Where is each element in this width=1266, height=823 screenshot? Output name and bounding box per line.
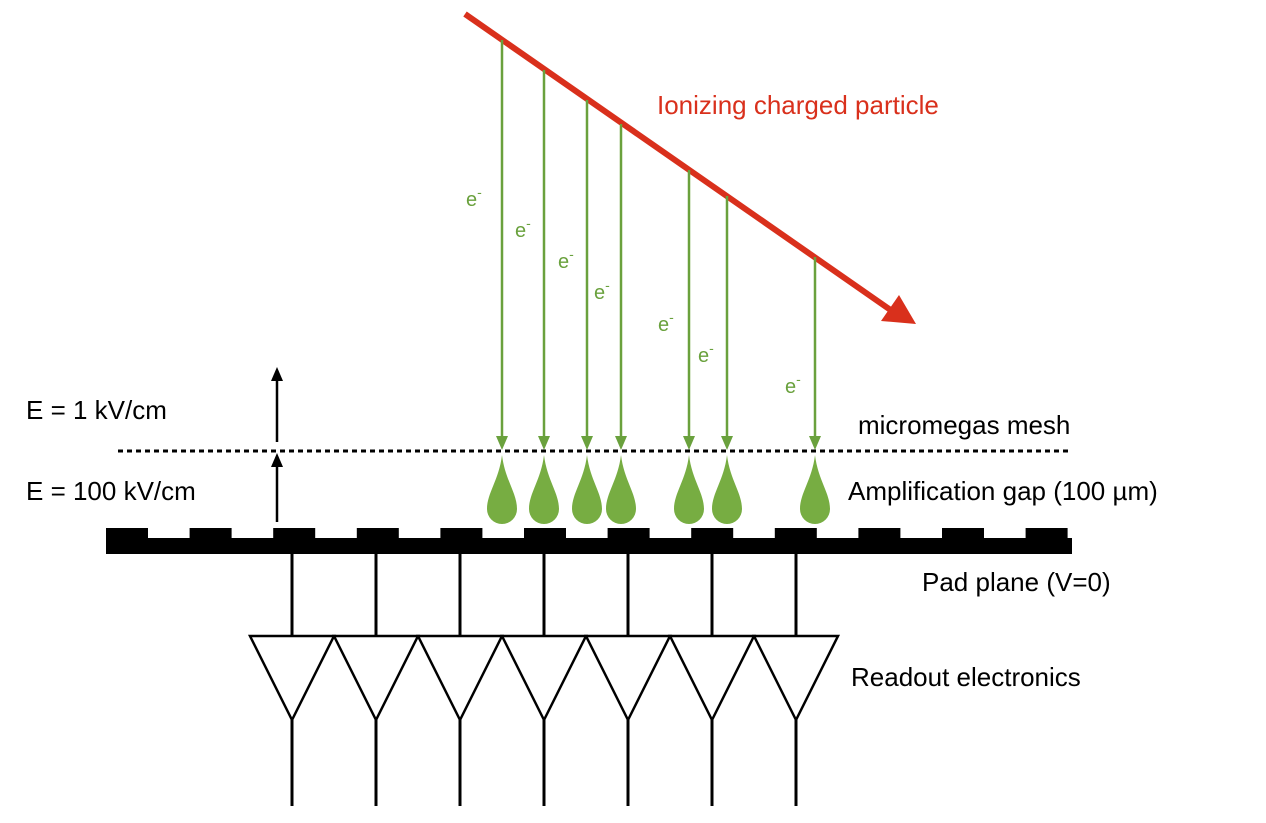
pad	[858, 528, 901, 540]
field-arrows	[271, 367, 283, 522]
electron-label: e-	[594, 277, 610, 304]
electron-arrowhead	[581, 436, 593, 450]
avalanche-drop	[529, 455, 559, 524]
pad-plane-base	[106, 538, 1072, 554]
avalanche-drop	[487, 455, 517, 524]
particle-track-line	[463, 11, 894, 314]
electron-arrowhead	[809, 436, 821, 450]
pad	[356, 528, 399, 540]
electron-drifts: e-e-e-e-e-e-e-	[466, 40, 830, 524]
pad	[1025, 528, 1068, 540]
amplifier-triangle	[247, 634, 337, 723]
avalanche-drop	[606, 455, 636, 524]
electron-label: e-	[785, 371, 801, 398]
drift-field-label: E = 1 kV/cm	[26, 395, 167, 425]
drift-field-arrowhead	[271, 367, 283, 381]
avalanche-drop	[712, 455, 742, 524]
electron-arrowhead	[615, 436, 627, 450]
avalanche-drop	[572, 455, 602, 524]
amplifier-triangle	[751, 634, 841, 723]
electron-label: e-	[658, 309, 674, 336]
pad	[691, 528, 734, 540]
pad	[440, 528, 483, 540]
amp-field-label: E = 100 kV/cm	[26, 476, 196, 506]
amplifier-triangle	[499, 634, 589, 723]
electron-arrowhead	[721, 436, 733, 450]
pad	[106, 528, 148, 540]
electron-label: e-	[558, 246, 574, 273]
electron-arrowhead	[496, 436, 508, 450]
pad-plane	[106, 528, 1072, 554]
pad	[774, 528, 817, 540]
electron-label: e-	[466, 184, 482, 211]
particle-track	[463, 11, 916, 324]
pad	[273, 528, 316, 540]
particle-label: Ionizing charged particle	[657, 90, 939, 120]
amplifier-triangle	[667, 634, 757, 723]
electron-arrowhead	[538, 436, 550, 450]
electron-label: e-	[698, 340, 714, 367]
amplifier-triangle	[415, 634, 505, 723]
electron-arrowhead	[683, 436, 695, 450]
avalanche-drop	[674, 455, 704, 524]
readout-label: Readout electronics	[851, 662, 1081, 692]
avalanche-drop	[800, 455, 830, 524]
pad	[524, 528, 566, 540]
gap-label: Amplification gap (100 µm)	[848, 476, 1158, 506]
pad-plane-label: Pad plane (V=0)	[922, 567, 1111, 597]
mesh-label: micromegas mesh	[858, 410, 1070, 440]
pad	[189, 528, 232, 540]
electron-label: e-	[515, 215, 531, 242]
amplifier-triangle	[583, 634, 673, 723]
amp-field-arrowhead	[271, 453, 283, 467]
pad	[942, 528, 984, 540]
particle-arrowhead	[881, 295, 916, 324]
readout-electronics	[247, 554, 841, 806]
amplifier-triangle	[331, 634, 421, 723]
pad	[607, 528, 650, 540]
